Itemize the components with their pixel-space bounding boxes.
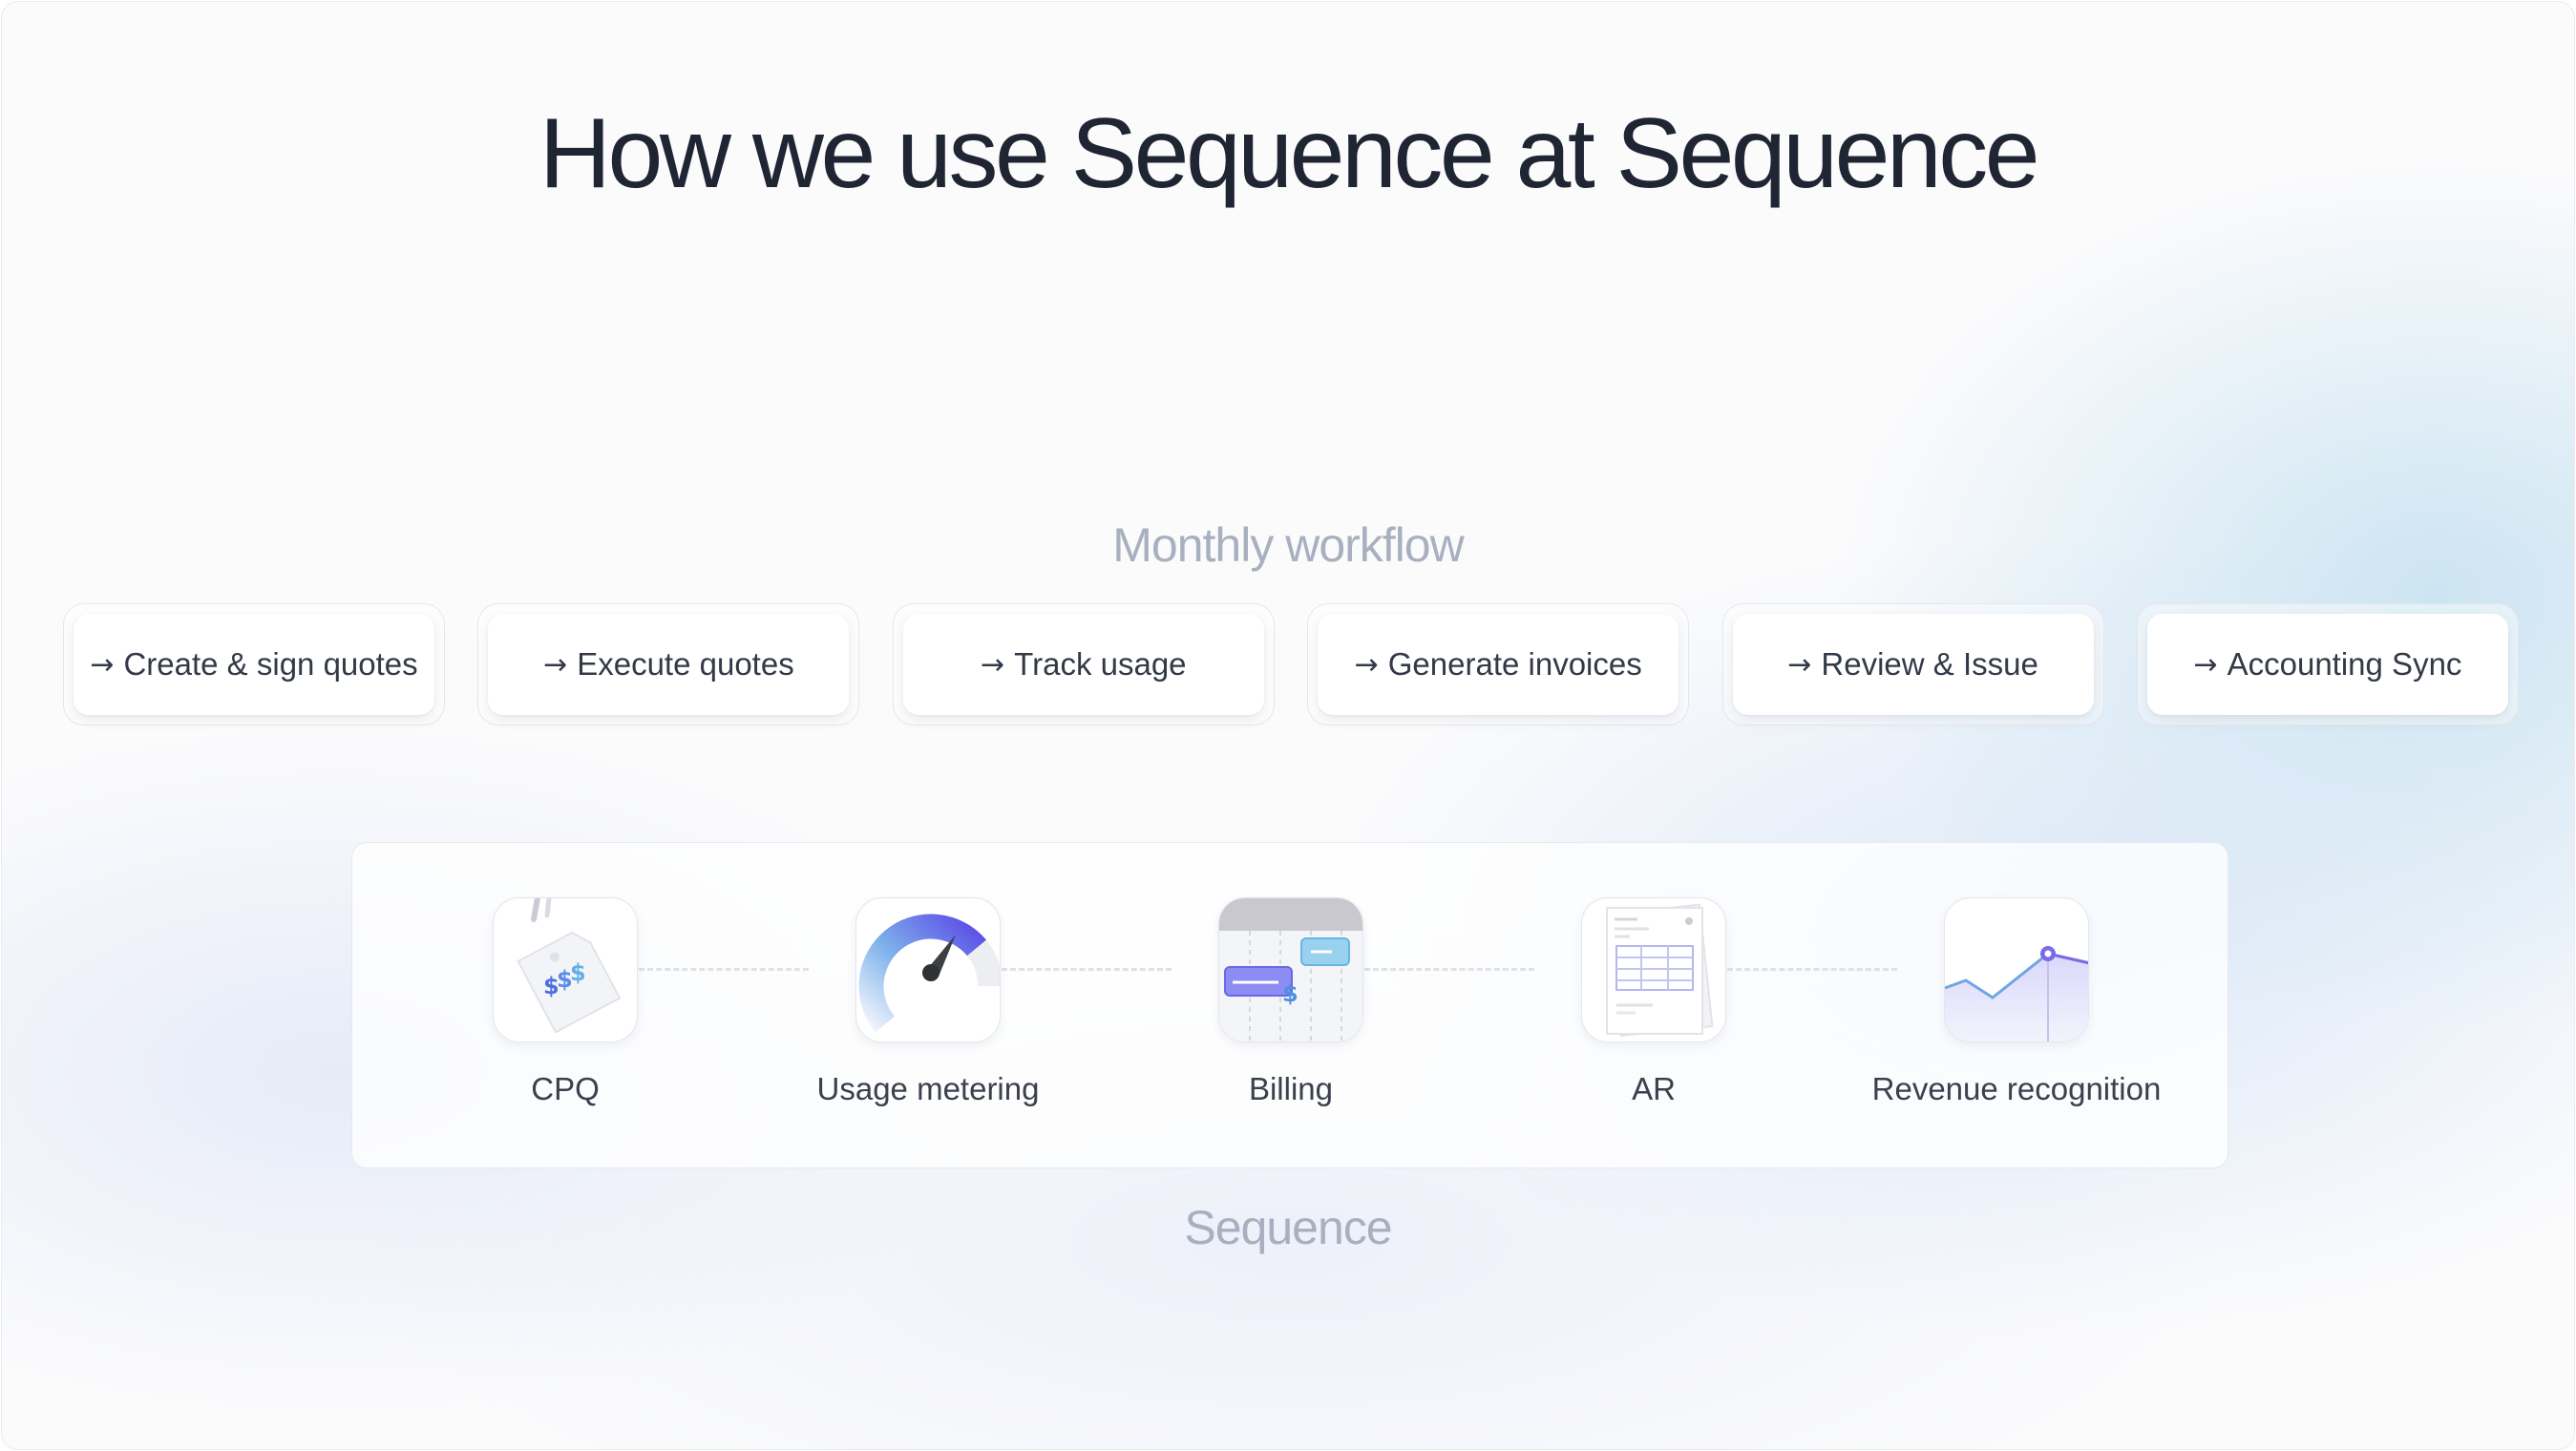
arrow-right-icon: →	[90, 647, 115, 682]
price-tag-icon: $ $ $	[493, 897, 638, 1042]
workflow-step-create-sign-quotes: → Create & sign quotes	[63, 603, 445, 726]
workflow-step-label: Track usage	[1014, 646, 1187, 682]
workflow-section-label: Monthly workflow	[1112, 518, 1464, 572]
dashed-connector	[1727, 968, 1897, 971]
module-label: Billing	[1248, 1071, 1334, 1106]
workflow-step-label: Accounting Sync	[2227, 646, 2462, 682]
workflow-step-review-issue: → Review & Issue	[1721, 603, 2104, 726]
speedometer-icon	[855, 897, 1001, 1042]
module-usage-metering: Usage metering	[785, 897, 1071, 1107]
module-billing: $ Billing	[1148, 897, 1434, 1107]
arrow-right-icon: →	[543, 647, 568, 682]
module-label: CPQ	[531, 1071, 600, 1106]
arrow-right-icon: →	[1354, 647, 1379, 682]
workflow-step-generate-invoices: → Generate invoices	[1307, 603, 1690, 726]
svg-text:$: $	[570, 959, 586, 986]
workflow-step-card: → Track usage	[902, 614, 1264, 715]
workflow-step-execute-quotes: → Execute quotes	[477, 603, 860, 726]
sequence-section-label: Sequence	[1184, 1201, 1392, 1254]
arrow-right-icon: →	[981, 647, 1005, 682]
invoice-document-icon	[1581, 897, 1726, 1042]
dashed-connector	[1364, 968, 1534, 971]
workflow-step-accounting-sync: → Accounting Sync	[2136, 603, 2519, 726]
workflow-step-track-usage: → Track usage	[892, 603, 1275, 726]
module-label: Usage metering	[816, 1071, 1040, 1106]
growth-chart-icon	[1944, 897, 2089, 1042]
workflow-step-card: → Create & sign quotes	[74, 614, 434, 715]
workflow-step-label: Create & sign quotes	[123, 646, 418, 682]
workflow-step-card: → Accounting Sync	[2146, 614, 2508, 715]
workflow-step-label: Execute quotes	[577, 646, 794, 682]
arrow-right-icon: →	[1787, 647, 1812, 682]
module-revenue-recognition: Revenue recognition	[1871, 897, 2162, 1107]
sequence-modules-panel: $ $ $ CPQ	[351, 842, 2228, 1168]
workflow-step-card: → Generate invoices	[1318, 614, 1679, 715]
dashed-connector	[639, 968, 809, 971]
dashed-connector	[1002, 968, 1172, 971]
workflow-steps: → Create & sign quotes → Execute quotes …	[63, 603, 2519, 726]
workflow-step-label: Review & Issue	[1821, 646, 2038, 682]
svg-text:$: $	[557, 966, 573, 993]
svg-text:$: $	[1282, 980, 1299, 1007]
page-title: How we use Sequence at Sequence	[538, 98, 2040, 209]
workflow-step-label: Generate invoices	[1387, 646, 1642, 682]
workflow-step-card: → Review & Issue	[1732, 614, 2094, 715]
arrow-right-icon: →	[2193, 647, 2218, 682]
billing-calendar-icon: $	[1218, 897, 1363, 1042]
module-label: Revenue recognition	[1871, 1071, 2162, 1106]
workflow-step-card: → Execute quotes	[488, 614, 850, 715]
module-label: AR	[1632, 1071, 1676, 1106]
svg-text:$: $	[543, 973, 560, 999]
module-ar: AR	[1510, 897, 1797, 1107]
module-cpq: $ $ $ CPQ	[422, 897, 708, 1107]
